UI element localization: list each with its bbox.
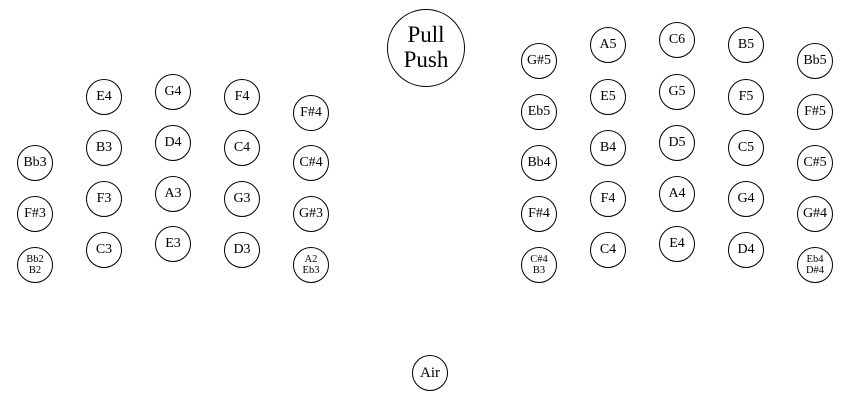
note-button-f5[interactable]: F5: [728, 79, 764, 115]
note-button-f3[interactable]: F3: [86, 181, 122, 217]
note-button-eb5[interactable]: Eb5: [521, 94, 557, 130]
note-label: F4: [600, 191, 616, 206]
note-button-bb4[interactable]: Bb4: [521, 145, 557, 181]
note-label: Eb4: [806, 253, 824, 265]
legend-pull-label: Pull: [407, 22, 445, 48]
note-button-d4[interactable]: D4: [155, 125, 191, 161]
note-label: G#5: [526, 53, 552, 68]
note-button-a3[interactable]: A3: [155, 176, 191, 212]
note-label: E4: [669, 236, 685, 251]
note-button-c4[interactable]: C4: [224, 130, 260, 166]
air-button[interactable]: Air: [412, 355, 448, 391]
note-button-fsharp5[interactable]: F#5: [797, 94, 833, 130]
note-button-c4[interactable]: C4: [590, 232, 626, 268]
note-label: A4: [668, 186, 686, 201]
note-label: Eb5: [527, 104, 551, 119]
note-label: F#4: [528, 206, 550, 221]
note-button-fsharp3[interactable]: F#3: [17, 196, 53, 232]
note-button-g3[interactable]: G3: [224, 181, 260, 217]
legend-push-label: Push: [403, 47, 449, 72]
note-button-bb3[interactable]: Bb3: [17, 145, 53, 181]
note-label: A5: [599, 37, 617, 52]
note-button-e5[interactable]: E5: [590, 79, 626, 115]
note-button-a4[interactable]: A4: [659, 176, 695, 212]
note-label: E4: [96, 89, 112, 104]
note-button-gsharp3[interactable]: G#3: [293, 196, 329, 232]
note-label: G5: [668, 84, 686, 99]
note-button-e3[interactable]: E3: [155, 226, 191, 262]
note-label: B3: [95, 140, 113, 155]
note-label: E3: [165, 236, 181, 251]
note-label: G#3: [298, 206, 324, 221]
note-button-fsharp4[interactable]: F#4: [293, 95, 329, 131]
note-label: D4: [737, 242, 755, 257]
note-label: F3: [96, 191, 112, 206]
note-button-b3[interactable]: B3: [86, 130, 122, 166]
note-label: C6: [668, 32, 686, 47]
note-label: D5: [668, 135, 686, 150]
note-label: Eb3: [302, 265, 320, 276]
note-label: C#4: [530, 253, 548, 265]
note-button-d3[interactable]: D3: [224, 232, 260, 268]
note-label: F4: [234, 89, 250, 104]
note-label: Bb2: [26, 253, 44, 265]
note-label: A3: [164, 186, 182, 201]
note-button-b4[interactable]: B4: [590, 130, 626, 166]
note-button-csharp5[interactable]: C#5: [797, 145, 833, 181]
note-button-c6[interactable]: C6: [659, 22, 695, 58]
note-label: D4: [164, 135, 182, 150]
note-button-e4[interactable]: E4: [659, 226, 695, 262]
note-button-b5[interactable]: B5: [728, 27, 764, 63]
air-button-label: Air: [420, 364, 440, 381]
note-button-csharp4[interactable]: C#4: [293, 145, 329, 181]
note-button-c5[interactable]: C5: [728, 130, 764, 166]
note-button-e4[interactable]: E4: [86, 79, 122, 115]
note-label: C#5: [803, 155, 827, 170]
note-button-a5[interactable]: A5: [590, 27, 626, 63]
note-button-g4[interactable]: G4: [728, 181, 764, 217]
note-label: C#4: [299, 155, 323, 170]
note-label: F#3: [24, 206, 46, 221]
note-label: B3: [532, 265, 546, 276]
note-button-gsharp4[interactable]: G#4: [797, 196, 833, 232]
note-label: Bb5: [803, 53, 827, 68]
note-button-g4[interactable]: G4: [155, 74, 191, 110]
note-label: F#5: [804, 104, 826, 119]
note-label: G#4: [802, 206, 828, 221]
note-button-d4[interactable]: D4: [728, 232, 764, 268]
pull-push-legend: Pull Push: [387, 9, 465, 87]
note-label: B5: [737, 37, 755, 52]
note-label: D#4: [805, 265, 825, 276]
note-label: G4: [737, 191, 755, 206]
note-label: Bb3: [23, 155, 47, 170]
note-button-f4[interactable]: F4: [590, 181, 626, 217]
note-label: C5: [737, 140, 755, 155]
note-label: C4: [599, 242, 617, 257]
note-label: B2: [28, 265, 42, 276]
note-label: C3: [95, 242, 113, 257]
note-label: B4: [599, 140, 617, 155]
note-label: E5: [600, 89, 616, 104]
note-button-f4[interactable]: F4: [224, 79, 260, 115]
note-button-g5[interactable]: G5: [659, 74, 695, 110]
note-label: A2: [304, 253, 318, 265]
note-label: Bb4: [527, 155, 551, 170]
note-button-c3[interactable]: C3: [86, 232, 122, 268]
note-label: F#4: [300, 105, 322, 120]
note-label: D3: [233, 242, 251, 257]
note-button-fsharp4[interactable]: F#4: [521, 196, 557, 232]
note-button-bb5[interactable]: Bb5: [797, 43, 833, 79]
note-label: F5: [738, 89, 754, 104]
note-button-d5[interactable]: D5: [659, 125, 695, 161]
note-label: C4: [233, 140, 251, 155]
note-button-gsharp5[interactable]: G#5: [521, 43, 557, 79]
note-label: G3: [233, 191, 251, 206]
note-label: G4: [164, 84, 182, 99]
